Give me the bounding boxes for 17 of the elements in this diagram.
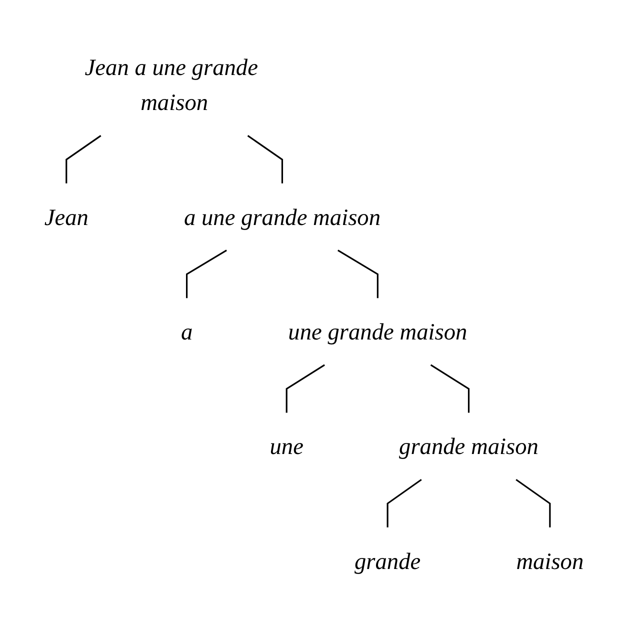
- node-text: a une grande maison: [184, 203, 381, 230]
- connector: [386, 478, 422, 527]
- node-text: une: [270, 432, 304, 459]
- node-text: une grande maison: [288, 318, 468, 344]
- node-text: grande maison: [399, 432, 538, 459]
- node-text: grande: [354, 547, 421, 574]
- node-text: Jean: [44, 203, 88, 230]
- connector: [286, 364, 325, 412]
- node-text: Jean a une grande maison: [84, 53, 258, 115]
- connector: [247, 134, 284, 183]
- node-text: a: [180, 318, 193, 344]
- connector: [516, 478, 551, 527]
- connector: [338, 249, 378, 298]
- connector: [430, 364, 470, 412]
- connector: [186, 249, 227, 298]
- connector: [66, 134, 102, 183]
- node-text: maison: [516, 547, 584, 574]
